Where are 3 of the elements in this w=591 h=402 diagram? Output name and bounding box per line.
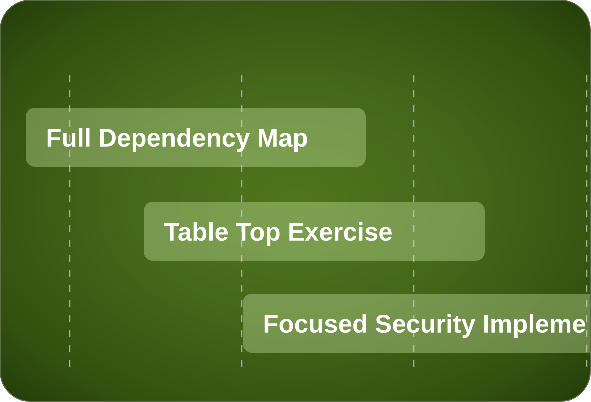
task-bar: Table Top Exercise (144, 202, 485, 261)
task-bar: Focused Security Impleme (243, 294, 590, 353)
task-bar: Full Dependency Map (26, 108, 366, 167)
